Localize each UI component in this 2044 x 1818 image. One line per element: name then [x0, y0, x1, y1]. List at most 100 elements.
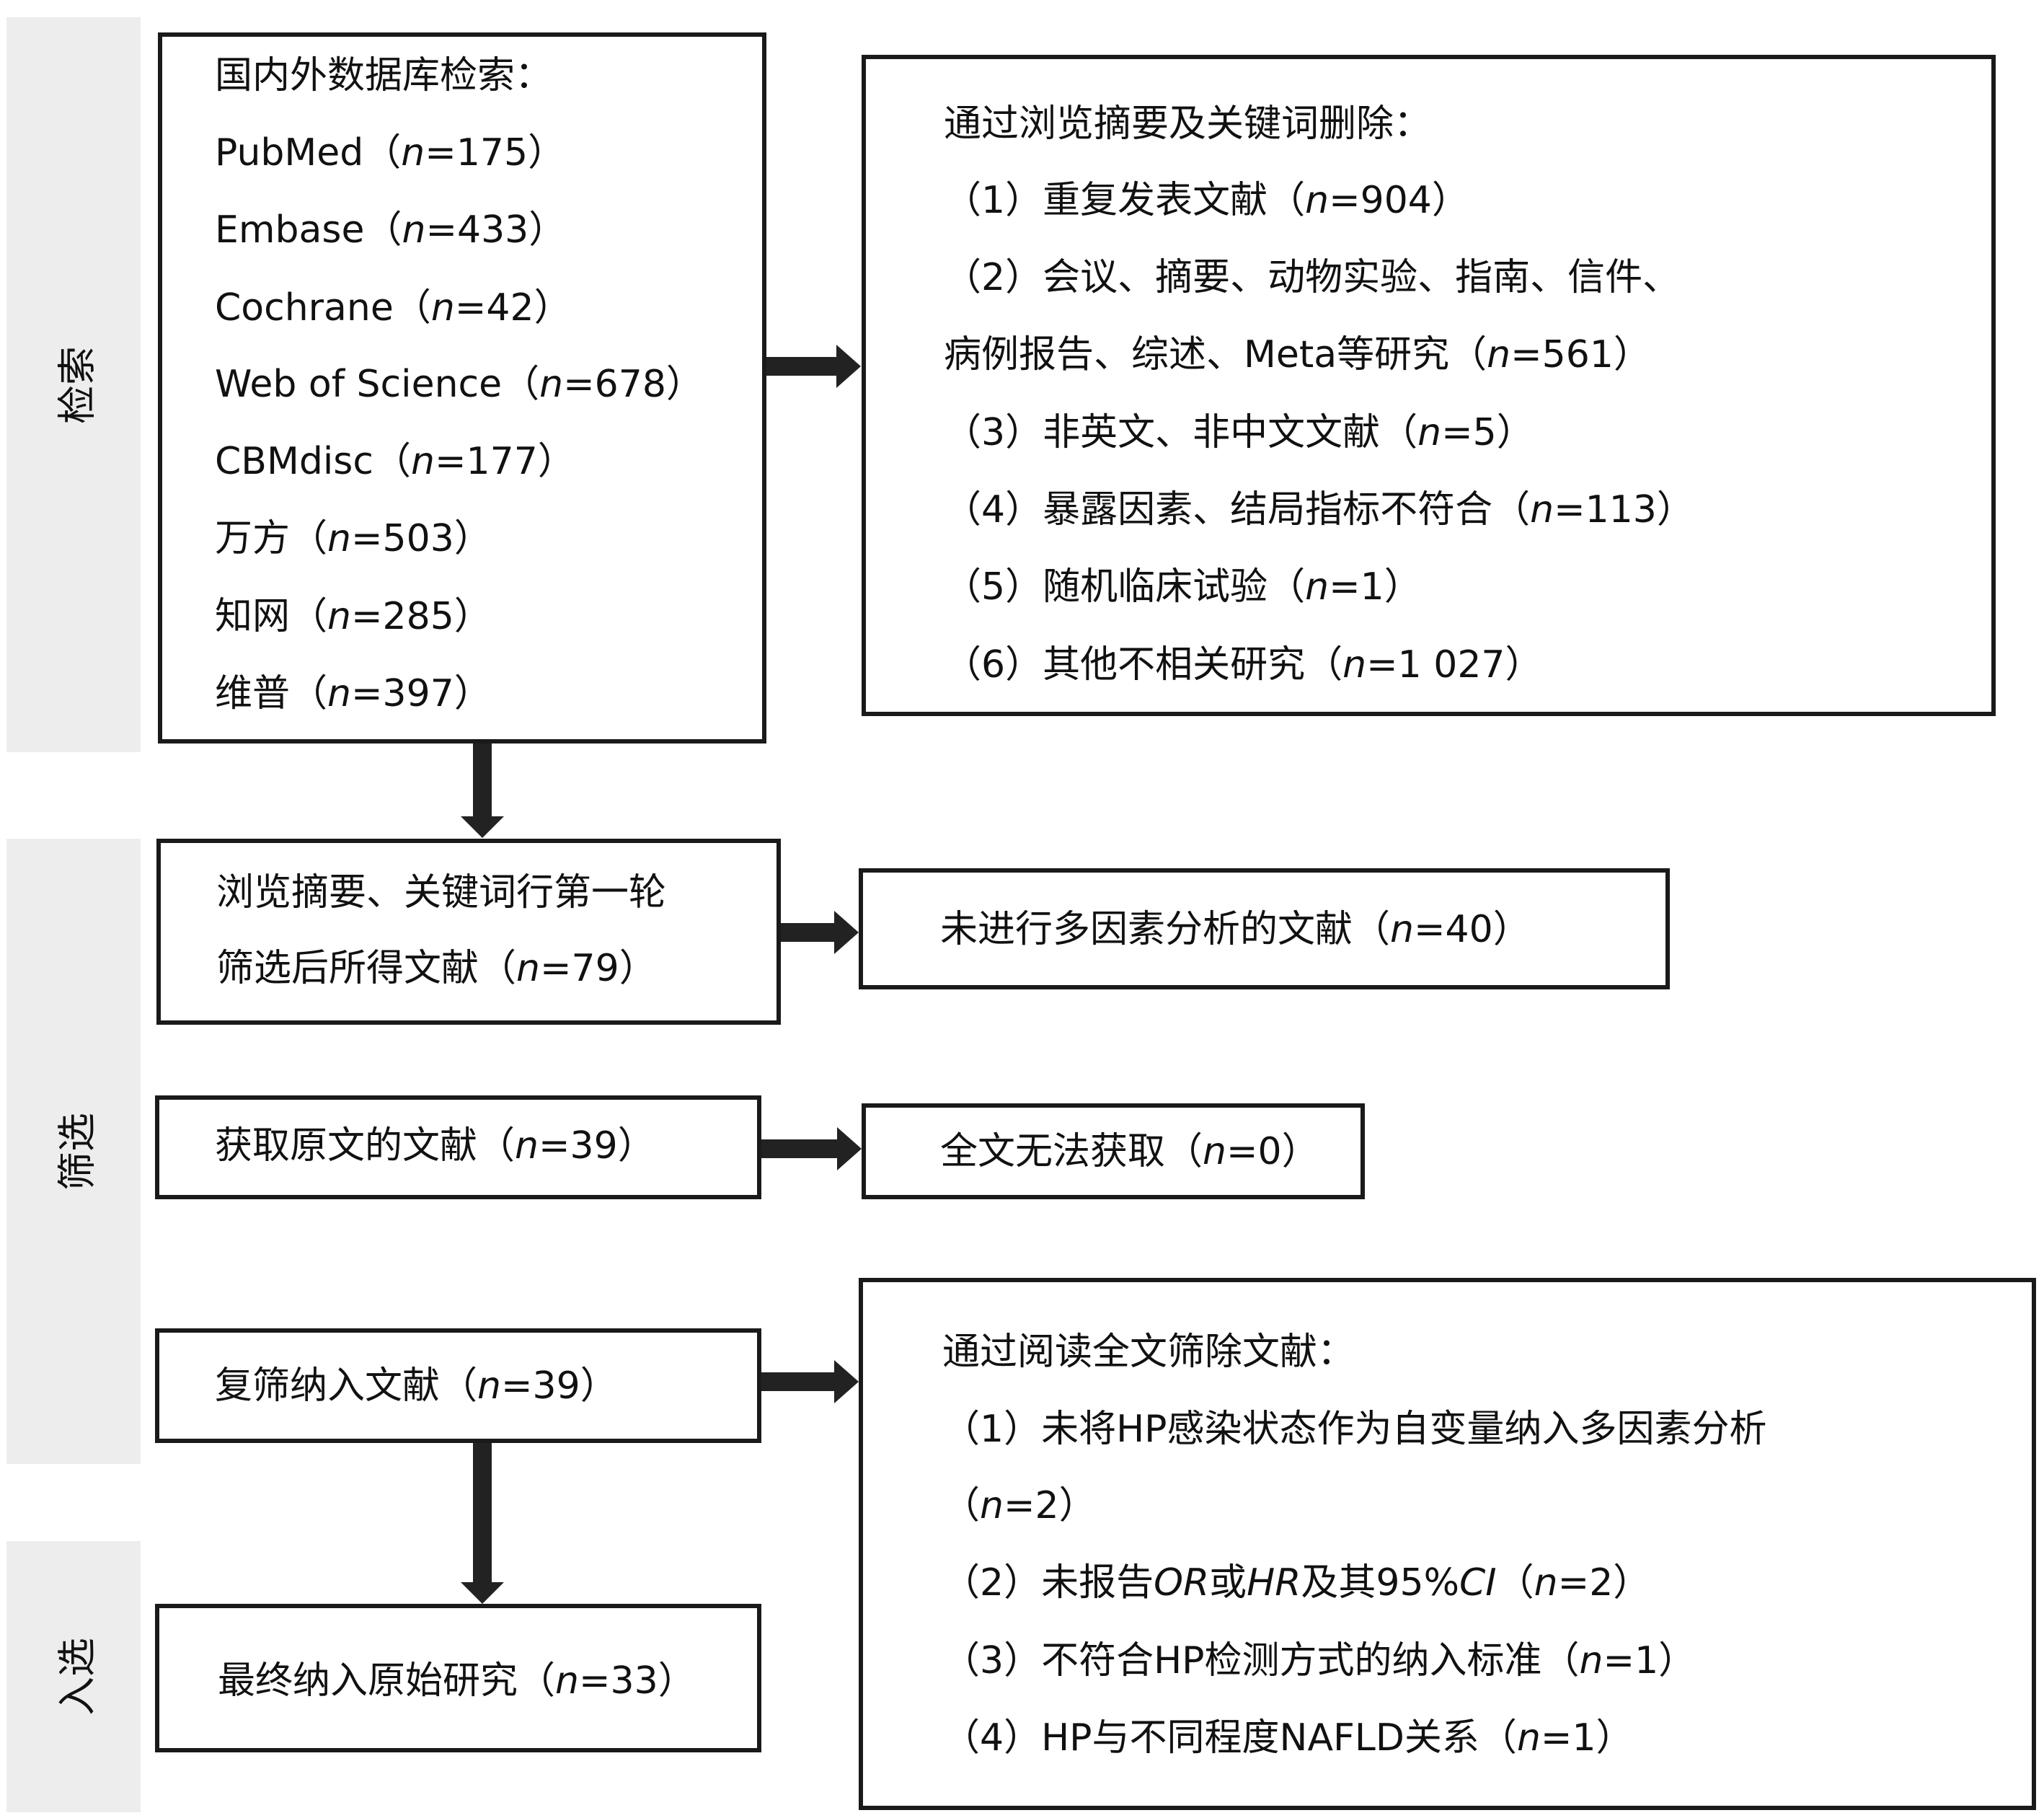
- excluded-fulltext-line: （3）不符合HP检测方式的纳入标准（n=1）: [942, 1632, 1696, 1690]
- excluded-fulltext-line: （n=2）: [942, 1477, 1097, 1535]
- text-segment: =79）: [539, 947, 657, 990]
- text-segment: =5）: [1441, 411, 1534, 454]
- text-segment: 国内外数据库检索：: [215, 54, 553, 97]
- first-screen-line: 浏览摘要、关键词行第一轮: [216, 864, 666, 922]
- italic-symbol: n: [1305, 179, 1330, 222]
- excluded-fulltext-box: [859, 1278, 2036, 1810]
- full-text-line: 获取原文的文献（n=39）: [215, 1117, 655, 1175]
- excluded-fulltext-line: （2）未报告OR或HR及其95%CI（n=2）: [942, 1554, 1650, 1612]
- italic-symbol: n: [1530, 488, 1554, 531]
- italic-symbol: n: [430, 286, 455, 330]
- italic-symbol: n: [1305, 565, 1330, 609]
- text-segment: Web of Science（: [215, 363, 540, 406]
- text-segment: =433）: [425, 208, 567, 252]
- text-segment: =175）: [425, 131, 566, 175]
- excluded-abstract-line: 通过浏览摘要及关键词删除：: [944, 95, 1431, 153]
- no-multivariate-box: [859, 868, 1670, 989]
- text-segment: （: [942, 1484, 981, 1527]
- final-line: 最终纳入原始研究（n=33）: [218, 1652, 696, 1710]
- stage-label-search: 检索: [54, 345, 100, 424]
- databases-line: 万方（n=503）: [215, 510, 492, 568]
- excluded-abstract-line: （5）随机临床试验（n=1）: [944, 558, 1422, 616]
- excluded-abstract-line: （3）非英文、非中文文献（n=5）: [944, 404, 1534, 462]
- excluded-abstract-box: [862, 55, 1996, 716]
- text-segment: 维普（: [215, 672, 328, 715]
- stage-label-include: 入选: [54, 1638, 100, 1716]
- text-segment: （5）随机临床试验（: [944, 565, 1306, 609]
- italic-symbol: n: [1579, 1639, 1603, 1682]
- text-segment: 全文无法获取（: [940, 1130, 1203, 1173]
- text-segment: Cochrane（: [215, 286, 431, 330]
- excluded-abstract-line: （1）重复发表文献（n=904）: [944, 172, 1469, 229]
- text-segment: CBMdisc（: [215, 440, 411, 483]
- excluded-fulltext-line: （1）未将HP感染状态作为自变量纳入多因素分析: [942, 1400, 1767, 1458]
- first-screen-line: 筛选后所得文献（n=79）: [216, 940, 657, 997]
- italic-symbol: n: [1534, 1561, 1558, 1605]
- text-segment: （4）HP与不同程度NAFLD关系（: [942, 1716, 1517, 1760]
- italic-symbol: n: [411, 440, 435, 483]
- italic-symbol: HR: [1247, 1561, 1301, 1605]
- stage-label-screen: 筛选: [54, 1112, 100, 1191]
- excluded-abstract-line: 病例报告、综述、Meta等研究（n=561）: [944, 326, 1651, 384]
- italic-symbol: n: [1516, 1716, 1541, 1760]
- text-segment: （1）未将HP感染状态作为自变量纳入多因素分析: [942, 1408, 1767, 1451]
- italic-symbol: n: [1342, 643, 1367, 687]
- italic-symbol: OR: [1154, 1561, 1210, 1605]
- italic-symbol: n: [327, 517, 351, 560]
- text-segment: 通过阅读全文筛除文献：: [942, 1331, 1355, 1374]
- italic-symbol: n: [327, 595, 351, 638]
- text-segment: =2）: [1557, 1561, 1651, 1605]
- italic-symbol: n: [515, 1124, 539, 1168]
- text-segment: Embase（: [215, 208, 402, 252]
- text-segment: 或: [1209, 1561, 1247, 1605]
- italic-symbol: n: [401, 131, 425, 175]
- first-screen-box: [156, 839, 781, 1025]
- italic-symbol: n: [477, 1364, 501, 1408]
- text-segment: （: [1496, 1561, 1534, 1605]
- text-segment: 浏览摘要、关键词行第一轮: [216, 871, 667, 914]
- italic-symbol: n: [516, 947, 540, 990]
- text-segment: 筛选后所得文献（: [216, 947, 517, 990]
- text-segment: 通过浏览摘要及关键词删除：: [944, 102, 1432, 146]
- unavailable-box: [862, 1103, 1365, 1199]
- stage-band-search: 检索: [6, 17, 141, 752]
- text-segment: 病例报告、综述、Meta等研究（: [944, 333, 1487, 376]
- text-segment: =0）: [1226, 1130, 1319, 1173]
- text-segment: 未进行多因素分析的文献（: [940, 908, 1391, 951]
- no-multivariate-line: 未进行多因素分析的文献（n=40）: [940, 901, 1531, 958]
- text-segment: 知网（: [215, 595, 328, 638]
- databases-line: 维普（n=397）: [215, 665, 492, 723]
- text-segment: 复筛纳入文献（: [215, 1364, 478, 1408]
- text-segment: 获取原文的文献（: [215, 1124, 516, 1168]
- text-segment: =1 027）: [1366, 643, 1543, 687]
- italic-symbol: n: [1487, 333, 1511, 376]
- text-segment: =42）: [454, 286, 572, 330]
- databases-line: Cochrane（n=42）: [215, 279, 572, 337]
- rescreen-line: 复筛纳入文献（n=39）: [215, 1357, 618, 1415]
- italic-symbol: n: [980, 1484, 1004, 1527]
- text-segment: =2）: [1003, 1484, 1097, 1527]
- text-segment: （2）未报告: [942, 1561, 1154, 1605]
- stage-band-include: 入选: [6, 1541, 141, 1812]
- text-segment: =503）: [350, 517, 492, 560]
- excluded-fulltext-line: 通过阅读全文筛除文献：: [942, 1323, 1355, 1381]
- italic-symbol: n: [1203, 1130, 1226, 1173]
- text-segment: 及其95%: [1301, 1561, 1459, 1605]
- databases-line: 国内外数据库检索：: [215, 47, 552, 105]
- italic-symbol: n: [1390, 908, 1414, 951]
- text-segment: 万方（: [215, 517, 328, 560]
- excluded-abstract-line: （2）会议、摘要、动物实验、指南、信件、: [944, 249, 1680, 306]
- italic-symbol: n: [539, 363, 564, 406]
- text-segment: 最终纳入原始研究（: [218, 1659, 556, 1703]
- text-segment: （4）暴露因素、结局指标不符合（: [944, 488, 1531, 531]
- excluded-abstract-line: （4）暴露因素、结局指标不符合（n=113）: [944, 481, 1694, 539]
- text-segment: =39）: [500, 1364, 618, 1408]
- databases-box: [158, 32, 766, 743]
- databases-line: CBMdisc（n=177）: [215, 433, 575, 490]
- full-text-box: [155, 1095, 761, 1199]
- italic-symbol: n: [555, 1659, 579, 1703]
- stage-band-screen: 筛选: [6, 839, 141, 1464]
- excluded-abstract-line: （6）其他不相关研究（n=1 027）: [944, 636, 1543, 694]
- italic-symbol: n: [1417, 411, 1442, 454]
- unavailable-line: 全文无法获取（n=0）: [940, 1123, 1319, 1181]
